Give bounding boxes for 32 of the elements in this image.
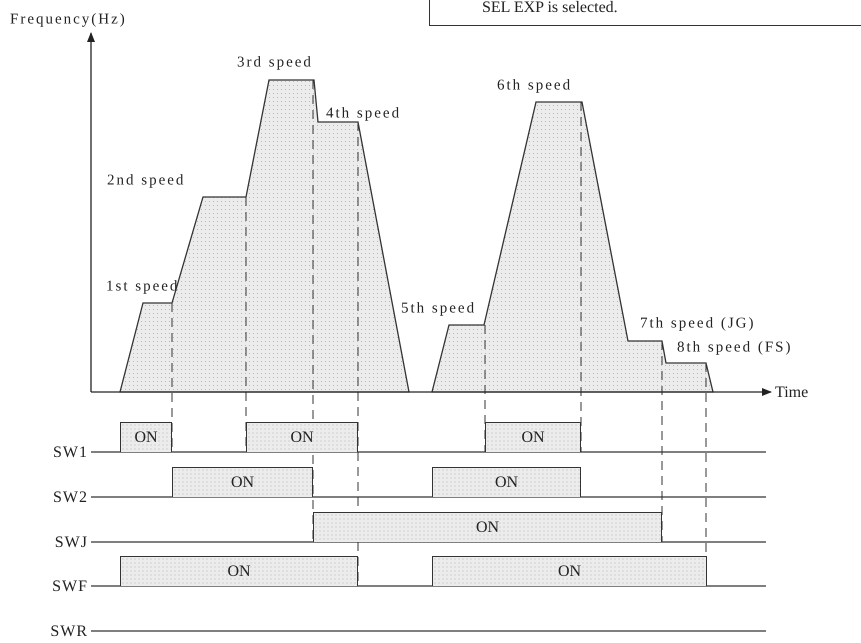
state-label: ON [230, 474, 254, 492]
on-pulse [172, 467, 313, 497]
signal-name: SW1 [53, 445, 88, 461]
signal-name: SWF [52, 579, 88, 595]
on-pulse [432, 467, 581, 497]
speed-label: 5th speed [401, 302, 476, 316]
state-label: ON [290, 428, 314, 446]
signal-name: SWJ [54, 535, 88, 551]
signal-name: SW2 [53, 490, 88, 506]
speed-label: 3rd speed [237, 56, 313, 70]
state-label: ON [521, 428, 545, 446]
speed-label: 4th speed [326, 106, 402, 122]
signal-name: SWR [50, 624, 88, 640]
on-pulse [432, 556, 707, 586]
speed-label: 8th speed (FS) [677, 340, 792, 356]
axis-title: Time [775, 385, 808, 401]
state-label: ON [227, 562, 251, 580]
on-pulse [120, 556, 358, 586]
on-pulse [485, 422, 581, 452]
state-label: ON [476, 518, 500, 536]
state-label: ON [494, 474, 518, 492]
on-pulse [313, 512, 662, 542]
on-pulse [120, 422, 172, 452]
axis-title: Frequency(Hz) [10, 12, 127, 28]
note-text: SEL EXP is selected. [482, 0, 618, 17]
speed-label: 6th speed [497, 78, 572, 94]
state-label: ON [558, 562, 582, 580]
speed-label: 7th speed (JG) [640, 316, 756, 332]
on-pulse [246, 422, 358, 452]
note-box [429, 0, 861, 26]
speed-label: 2nd speed [107, 174, 186, 188]
state-label: ON [134, 428, 158, 446]
